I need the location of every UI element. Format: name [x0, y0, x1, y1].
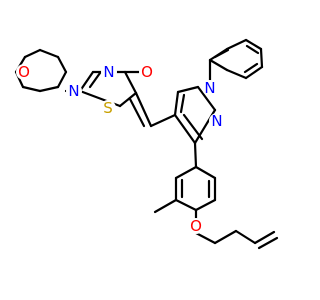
allyloxy-chain [194, 208, 279, 250]
svg-text:O: O [18, 63, 30, 81]
aryl-ring [174, 141, 217, 212]
pyrazole-nitrogen-2: N [209, 112, 225, 130]
methylidene-bridge [128, 91, 177, 128]
svg-text:N: N [103, 63, 114, 81]
molecule-diagram: O N N O S N N O [14, 38, 279, 250]
svg-text:N: N [68, 82, 79, 100]
molecule-structure: O N N O S N N O [14, 38, 279, 250]
pyrazole-nitrogen-1: N [202, 79, 218, 97]
svg-text:O: O [141, 63, 153, 81]
svg-text:N: N [211, 112, 222, 130]
morpholine-nitrogen: N [66, 82, 82, 100]
svg-text:N: N [204, 79, 215, 97]
carbonyl-oxygen: O [139, 63, 155, 81]
svg-text:S: S [103, 99, 113, 117]
thiazole-sulfur: S [100, 99, 116, 117]
phenyl-ring [208, 38, 264, 84]
ether-oxygen: O [188, 217, 204, 235]
morpholine-oxygen: O [16, 63, 32, 81]
thiazole-nitrogen: N [101, 63, 117, 81]
svg-text:O: O [190, 217, 202, 235]
methyl-bond [153, 198, 178, 214]
